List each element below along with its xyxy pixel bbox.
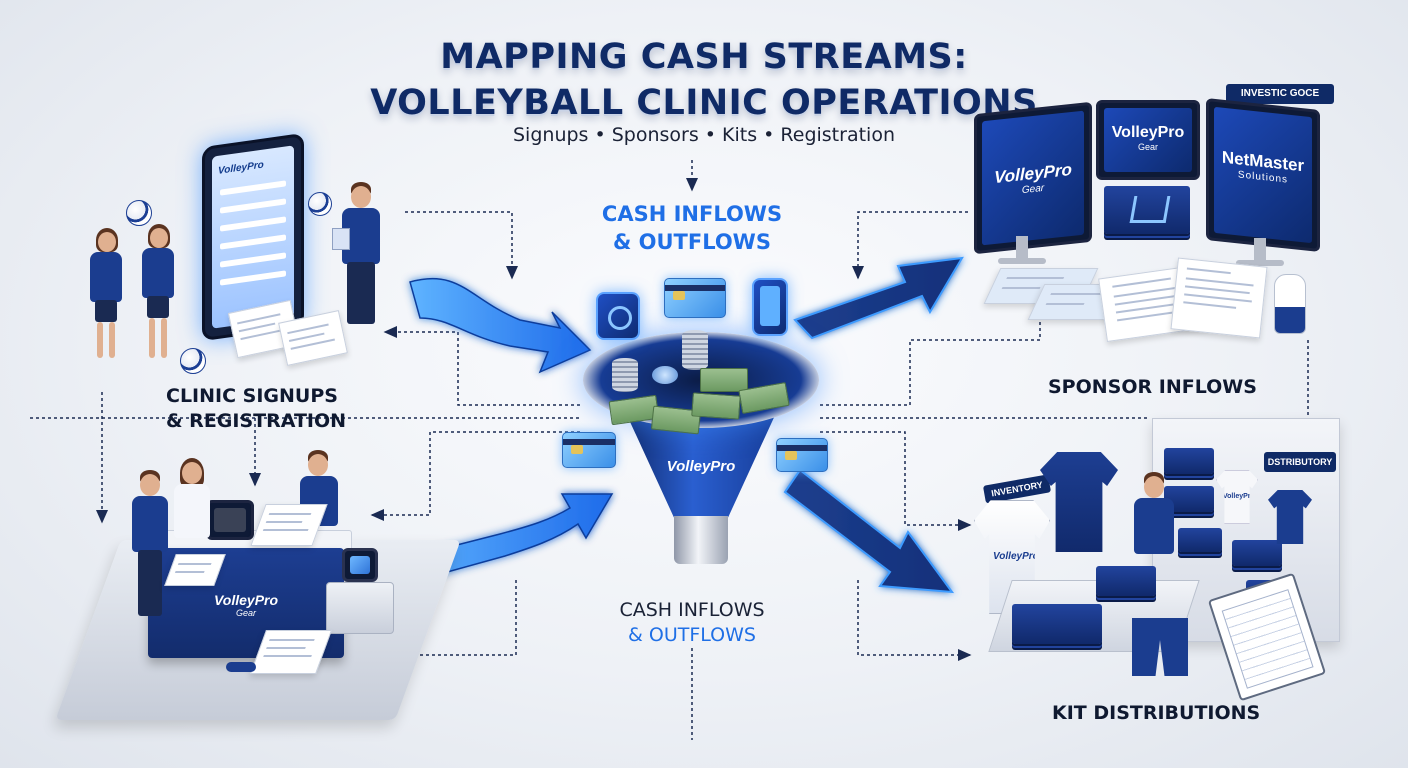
sponsor-badge-brand: VolleyPro <box>1111 124 1185 141</box>
staff-figure <box>172 458 212 548</box>
clinic-signups-label-line1: CLINIC SIGNUPS <box>166 385 338 407</box>
connector-line <box>820 431 972 531</box>
coach-figure <box>332 182 384 332</box>
credit-card-icon <box>562 432 616 468</box>
cash-flows-label-top: CASH INFLOWS & OUTFLOWS <box>560 200 824 256</box>
credit-card-icon <box>776 438 828 472</box>
outflow-arrow-top-right <box>793 256 964 340</box>
monitor-stand <box>1254 238 1266 264</box>
desk-monitor <box>206 500 254 540</box>
connector-line <box>820 298 1046 406</box>
funnel-brand: VolleyPro <box>666 458 736 475</box>
sponsor-monitor-volleypro: VolleyPro Gear <box>974 101 1092 255</box>
credit-card-icon <box>664 278 726 318</box>
form-field <box>220 234 286 250</box>
funnel-spout <box>674 516 728 564</box>
sponsor-badge-brand-sub: Gear <box>1137 142 1158 152</box>
kit-stack <box>1096 566 1156 596</box>
form-field <box>220 270 286 286</box>
inflow-arrow-top-left <box>409 277 592 374</box>
clinic-signups-label-line2: & REGISTRATION <box>166 410 347 432</box>
water-bottle-icon <box>1274 274 1306 334</box>
coin-stack-icon <box>682 330 708 370</box>
connector-line <box>405 211 518 280</box>
form-field <box>220 198 286 214</box>
form-field <box>220 216 286 232</box>
counter-brand: VolleyPro Gear <box>148 592 344 618</box>
tablet-brand: VolleyPro <box>218 159 264 177</box>
volleyball-icon <box>126 200 152 226</box>
cash-flows-label-bottom: CASH INFLOWS & OUTFLOWS <box>560 598 824 648</box>
counter-brand-name: VolleyPro <box>213 592 279 608</box>
form-field <box>220 252 286 268</box>
volleyball-icon <box>308 192 332 216</box>
kit-stack <box>1232 540 1282 566</box>
mouse-icon <box>226 662 256 672</box>
sponsor-monitor-netmaster: NetMaster Solutions <box>1206 98 1320 252</box>
distribution-sign: DSTRIBUTORY <box>1264 452 1336 472</box>
kit-stack <box>1164 448 1214 474</box>
title-line-2: VOLLEYBALL CLINIC OPERATIONS <box>370 83 1038 123</box>
cash-bundle-icon <box>691 392 741 420</box>
player-figure <box>86 228 126 368</box>
form-field <box>220 180 286 196</box>
rack-shirt-brand: VolleyPro <box>1223 493 1255 500</box>
desk-laptop <box>342 548 378 582</box>
kit-stack <box>1012 604 1102 644</box>
jersey-brand: VolleyPro <box>993 551 1039 562</box>
page-title: MAPPING CASH STREAMS: VOLLEYBALL CLINIC … <box>0 34 1408 126</box>
page-subtitle: Signups • Sponsors • Kits • Registration <box>513 124 895 146</box>
sponsor-merch-stack <box>1104 186 1190 234</box>
connector-line <box>383 326 580 406</box>
cash-flows-label-top-line2: & OUTFLOWS <box>613 230 771 254</box>
cash-flows-label-bottom-line1: CASH INFLOWS <box>619 599 765 621</box>
connector-line <box>370 431 580 521</box>
player-figure <box>138 224 178 368</box>
outflow-arrow-bottom-right <box>783 468 955 594</box>
sponsor-badge-volleypro: VolleyPro Gear <box>1096 100 1200 180</box>
wallet-icon <box>596 292 640 340</box>
cash-bundle-icon <box>700 368 748 392</box>
connector-line <box>857 580 972 661</box>
cash-flows-label-bottom-line2: & OUTFLOWS <box>628 624 756 646</box>
cash-flows-label-top-line1: CASH INFLOWS <box>601 202 783 226</box>
sponsor-sign: INVESTIC GOCE <box>1226 84 1334 104</box>
sponsor-inflows-label: SPONSOR INFLOWS <box>1048 376 1257 398</box>
mobile-pay-icon <box>752 278 788 336</box>
volleyball-icon <box>180 348 206 374</box>
monitor-base <box>998 258 1046 264</box>
kit-stack <box>1178 528 1222 552</box>
cash-box <box>326 582 394 634</box>
monitor-base <box>1236 260 1284 266</box>
counter-brand-sub: Gear <box>235 608 256 618</box>
staff-figure <box>130 470 170 620</box>
connector-line <box>852 211 968 280</box>
connector-line <box>396 580 517 661</box>
title-line-1: MAPPING CASH STREAMS: <box>440 37 968 77</box>
clinic-signups-label: CLINIC SIGNUPS & REGISTRATION <box>166 384 346 434</box>
monitor-stand <box>1016 236 1028 262</box>
staff-figure <box>1130 472 1178 572</box>
coin-icon <box>652 366 678 384</box>
sponsor-contract <box>1170 257 1268 339</box>
coin-stack-icon <box>612 358 638 392</box>
kit-distributions-label: KIT DISTRIBUTIONS <box>1052 702 1261 724</box>
